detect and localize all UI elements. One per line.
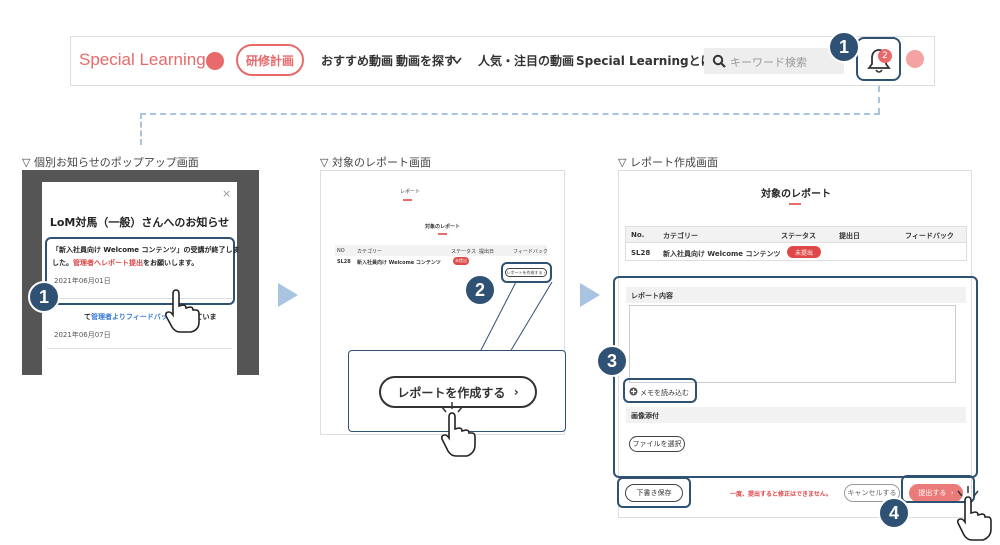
button-highlight bbox=[501, 262, 552, 283]
divider bbox=[47, 348, 232, 349]
report-content-highlight bbox=[613, 276, 978, 478]
pointing-hand-icon bbox=[957, 486, 992, 541]
step-marker-2: 2 bbox=[464, 274, 496, 306]
notification-date: 2021年06月01日 bbox=[54, 277, 111, 285]
draft-button-highlight bbox=[617, 477, 691, 508]
popup-title: LoM対馬（一般）さんへのお知らせ bbox=[49, 216, 230, 229]
avatar[interactable] bbox=[906, 50, 924, 68]
image-attach-label: 画像添付 bbox=[631, 412, 659, 420]
step-marker-1: 1 bbox=[28, 281, 60, 313]
report-form-screen: 対象のレポート No. カテゴリー ステータス 提出日 フィードバック SL28… bbox=[618, 170, 972, 518]
create-report-button[interactable]: レポートを作成する › bbox=[379, 376, 537, 408]
choose-file-button[interactable]: ファイルを選択 bbox=[629, 436, 685, 452]
report-content-label: レポート内容 bbox=[631, 292, 673, 300]
table-cell: 新入社員向け Welcome コンテンツ bbox=[357, 260, 441, 266]
tab-report[interactable]: レポート bbox=[400, 189, 421, 195]
zoomed-button-callout: レポートを作成する › bbox=[348, 350, 566, 432]
notification-item-highlight[interactable] bbox=[45, 237, 235, 305]
next-arrow-icon bbox=[278, 283, 298, 307]
chevron-down-icon bbox=[452, 57, 462, 65]
step-marker-1: 1 bbox=[828, 31, 860, 63]
training-plan-button[interactable]: 研修計画 bbox=[236, 44, 304, 76]
search-icon bbox=[712, 54, 726, 68]
status-badge: 未提出 bbox=[787, 246, 821, 258]
notification-message: した。管理者へレポート提出をお願いします。 bbox=[52, 259, 199, 267]
column-header: NO bbox=[337, 248, 345, 254]
notification-popup: × LoM対馬（一般）さんへのお知らせ 「新入社員向け Welcome コンテン… bbox=[42, 182, 240, 375]
column-header: 提出日 bbox=[839, 232, 860, 240]
caption-report: ▽ 対象のレポート画面 bbox=[320, 156, 431, 169]
section-title: 対象のレポート bbox=[425, 224, 461, 230]
submit-warning: 一度、提出すると修正はできません。 bbox=[730, 491, 832, 498]
column-header: ステータス bbox=[451, 249, 477, 255]
title-underline bbox=[438, 233, 447, 235]
site-logo[interactable]: Special Learning bbox=[79, 50, 206, 69]
pointing-hand-icon bbox=[165, 280, 200, 333]
table-cell: SL28 bbox=[337, 259, 351, 265]
notification-badge: 2 bbox=[878, 49, 892, 63]
close-icon[interactable]: × bbox=[222, 187, 232, 200]
nav-item-popular[interactable]: 人気・注目の動画 bbox=[478, 54, 575, 68]
logo-mark-icon bbox=[206, 52, 224, 70]
form-title: 対象のレポート bbox=[761, 189, 831, 200]
table-row bbox=[625, 243, 967, 261]
connector-line bbox=[878, 86, 880, 114]
pointing-hand-icon bbox=[441, 402, 476, 457]
load-memo-button[interactable]: メモを読み込む bbox=[640, 389, 689, 397]
cancel-button[interactable]: キャンセルする bbox=[844, 484, 900, 502]
notification-message: 「新入社員向け Welcome コンテンツ」の受講が終了しま bbox=[52, 246, 240, 254]
site-header: Special Learning 研修計画 おすすめ動画 動画を探す 人気・注目… bbox=[70, 36, 935, 86]
search-placeholder: キーワード検索 bbox=[730, 56, 807, 69]
column-header: No. bbox=[631, 231, 645, 239]
notification-date: 2021年06月07日 bbox=[54, 331, 111, 339]
nav-item-find-videos[interactable]: 動画を探す bbox=[396, 54, 457, 68]
divider bbox=[47, 298, 232, 299]
memo-button-highlight bbox=[623, 378, 697, 403]
column-header: カテゴリー bbox=[663, 232, 698, 240]
section-header bbox=[626, 287, 966, 303]
create-report-button[interactable]: レポートを作成する › bbox=[505, 268, 547, 277]
zoom-callout-lines bbox=[480, 282, 553, 353]
step-marker-3: 3 bbox=[596, 345, 628, 377]
caption-report-form: ▽ レポート作成画面 bbox=[618, 156, 718, 169]
status-badge: 未提出 bbox=[453, 257, 469, 265]
nav-item-about[interactable]: Special Learningとは? bbox=[576, 54, 720, 68]
section-header bbox=[626, 407, 966, 423]
table-header bbox=[335, 245, 547, 256]
plus-circle-icon bbox=[629, 387, 638, 396]
connector-line bbox=[140, 113, 880, 115]
submit-button-highlight bbox=[901, 475, 975, 503]
report-content-textarea[interactable] bbox=[629, 305, 956, 383]
title-underline bbox=[789, 203, 801, 205]
submit-button[interactable]: 提出する › bbox=[909, 484, 963, 502]
column-header: カテゴリー bbox=[357, 249, 383, 255]
table-header bbox=[625, 226, 967, 243]
next-arrow-icon bbox=[580, 283, 600, 307]
connector-line bbox=[140, 113, 142, 145]
search-input[interactable]: キーワード検索 bbox=[704, 48, 844, 74]
table-cell: 新入社員向け Welcome コンテンツ bbox=[663, 250, 781, 258]
table-cell: SL28 bbox=[631, 249, 651, 257]
step-marker-4: 4 bbox=[878, 497, 910, 529]
popup-screen: × LoM対馬（一般）さんへのお知らせ 「新入社員向け Welcome コンテン… bbox=[22, 170, 259, 375]
column-header: フィードバック bbox=[905, 232, 954, 240]
column-header: ステータス bbox=[781, 232, 816, 240]
caption-popup: ▽ 個別お知らせのポップアップ画面 bbox=[22, 156, 199, 169]
save-draft-button[interactable]: 下書き保存 bbox=[625, 484, 683, 502]
tab-underline bbox=[403, 199, 412, 201]
notification-bell-button[interactable]: 2 bbox=[856, 37, 901, 81]
nav-item-recommended[interactable]: おすすめ動画 bbox=[321, 54, 394, 68]
column-header: 提出日 bbox=[479, 249, 495, 255]
column-header: フィードバック bbox=[513, 249, 548, 255]
